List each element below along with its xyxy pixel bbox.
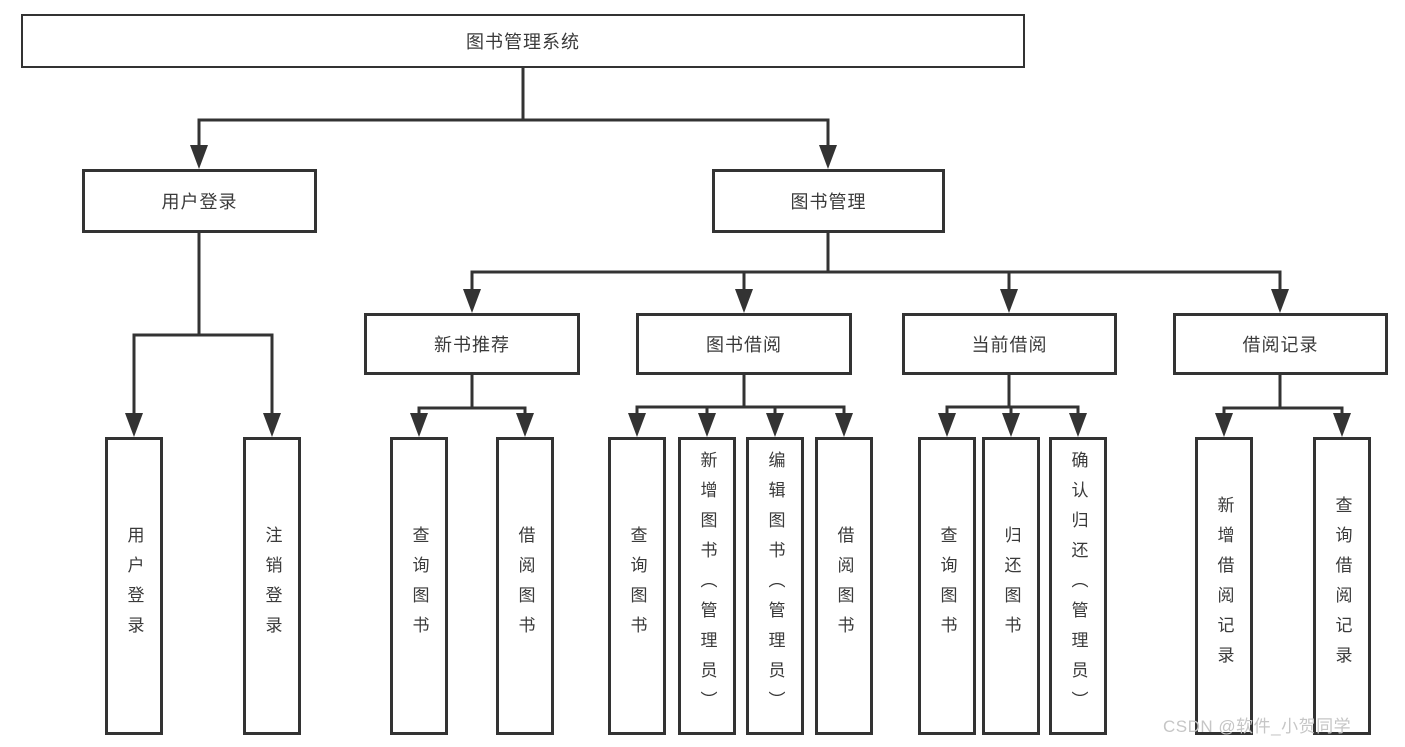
node-label: 查询图书 (409, 526, 429, 646)
leaf-query-books-borrow: 查询图书 (608, 437, 666, 735)
leaf-edit-book-admin: 编辑图书（管理员） (746, 437, 804, 735)
arrowhead-icon (1069, 413, 1087, 437)
node-new-book-recommend: 新书推荐 (364, 313, 580, 375)
node-label: 查询借阅记录 (1332, 496, 1352, 676)
connector-path-lower (417, 374, 1344, 416)
node-book-management: 图书管理 (712, 169, 945, 233)
node-label: 注销登录 (262, 526, 282, 646)
node-label: 确认归还（管理员） (1068, 451, 1088, 721)
arrowhead-icon (1002, 413, 1020, 437)
arrowhead-icon (410, 413, 428, 437)
leaf-logout: 注销登录 (243, 437, 301, 735)
node-label: 借阅图书 (834, 526, 854, 646)
node-label: 图书管理系统 (466, 32, 580, 52)
arrowhead-icon (263, 413, 281, 437)
node-book-borrow: 图书借阅 (636, 313, 852, 375)
arrowhead-icon (190, 145, 208, 169)
leaf-return-book: 归还图书 (982, 437, 1040, 735)
node-label: 借阅记录 (1242, 335, 1319, 355)
leaf-borrow-books-recommend: 借阅图书 (496, 437, 554, 735)
leaf-add-book-admin: 新增图书（管理员） (678, 437, 736, 735)
node-current-borrow: 当前借阅 (902, 313, 1117, 375)
node-label: 用户登录 (124, 526, 144, 646)
arrowhead-icon (819, 145, 837, 169)
arrowhead-icon (1000, 289, 1018, 313)
leaf-add-borrow-record: 新增借阅记录 (1195, 437, 1253, 735)
leaf-query-borrow-record: 查询借阅记录 (1313, 437, 1371, 735)
node-label: 新增图书（管理员） (697, 451, 717, 721)
node-label: 图书管理 (790, 192, 867, 212)
arrowhead-icon (463, 289, 481, 313)
node-label: 归还图书 (1001, 526, 1021, 646)
node-label: 用户登录 (161, 192, 238, 212)
arrowhead-icon (766, 413, 784, 437)
arrowhead-icon (1333, 413, 1351, 437)
arrowhead-icon (628, 413, 646, 437)
node-label: 新书推荐 (434, 335, 510, 355)
node-user-login: 用户登录 (82, 169, 317, 233)
arrowhead-icon (125, 413, 143, 437)
leaf-user-login: 用户登录 (105, 437, 163, 735)
node-borrow-records: 借阅记录 (1173, 313, 1388, 375)
node-label: 当前借阅 (971, 335, 1048, 355)
node-label: 查询图书 (937, 526, 957, 646)
leaf-query-books-current: 查询图书 (918, 437, 976, 735)
watermark: CSDN @软件_小贺同学 (1163, 717, 1352, 736)
arrowhead-icon (516, 413, 534, 437)
node-label: 编辑图书（管理员） (765, 451, 785, 721)
node-label: 图书借阅 (706, 335, 782, 355)
node-label: 借阅图书 (515, 526, 535, 646)
leaf-borrow-books-2: 借阅图书 (815, 437, 873, 735)
arrowhead-icon (835, 413, 853, 437)
leaf-confirm-return-admin: 确认归还（管理员） (1049, 437, 1107, 735)
arrowhead-icon (698, 413, 716, 437)
node-root: 图书管理系统 (21, 14, 1025, 68)
arrowhead-icon (1215, 413, 1233, 437)
arrowhead-icon (1271, 289, 1289, 313)
arrowhead-icon (938, 413, 956, 437)
node-label: 新增借阅记录 (1214, 496, 1234, 676)
leaf-query-books-recommend: 查询图书 (390, 437, 448, 735)
arrowhead-icon (735, 289, 753, 313)
node-label: 查询图书 (627, 526, 647, 646)
